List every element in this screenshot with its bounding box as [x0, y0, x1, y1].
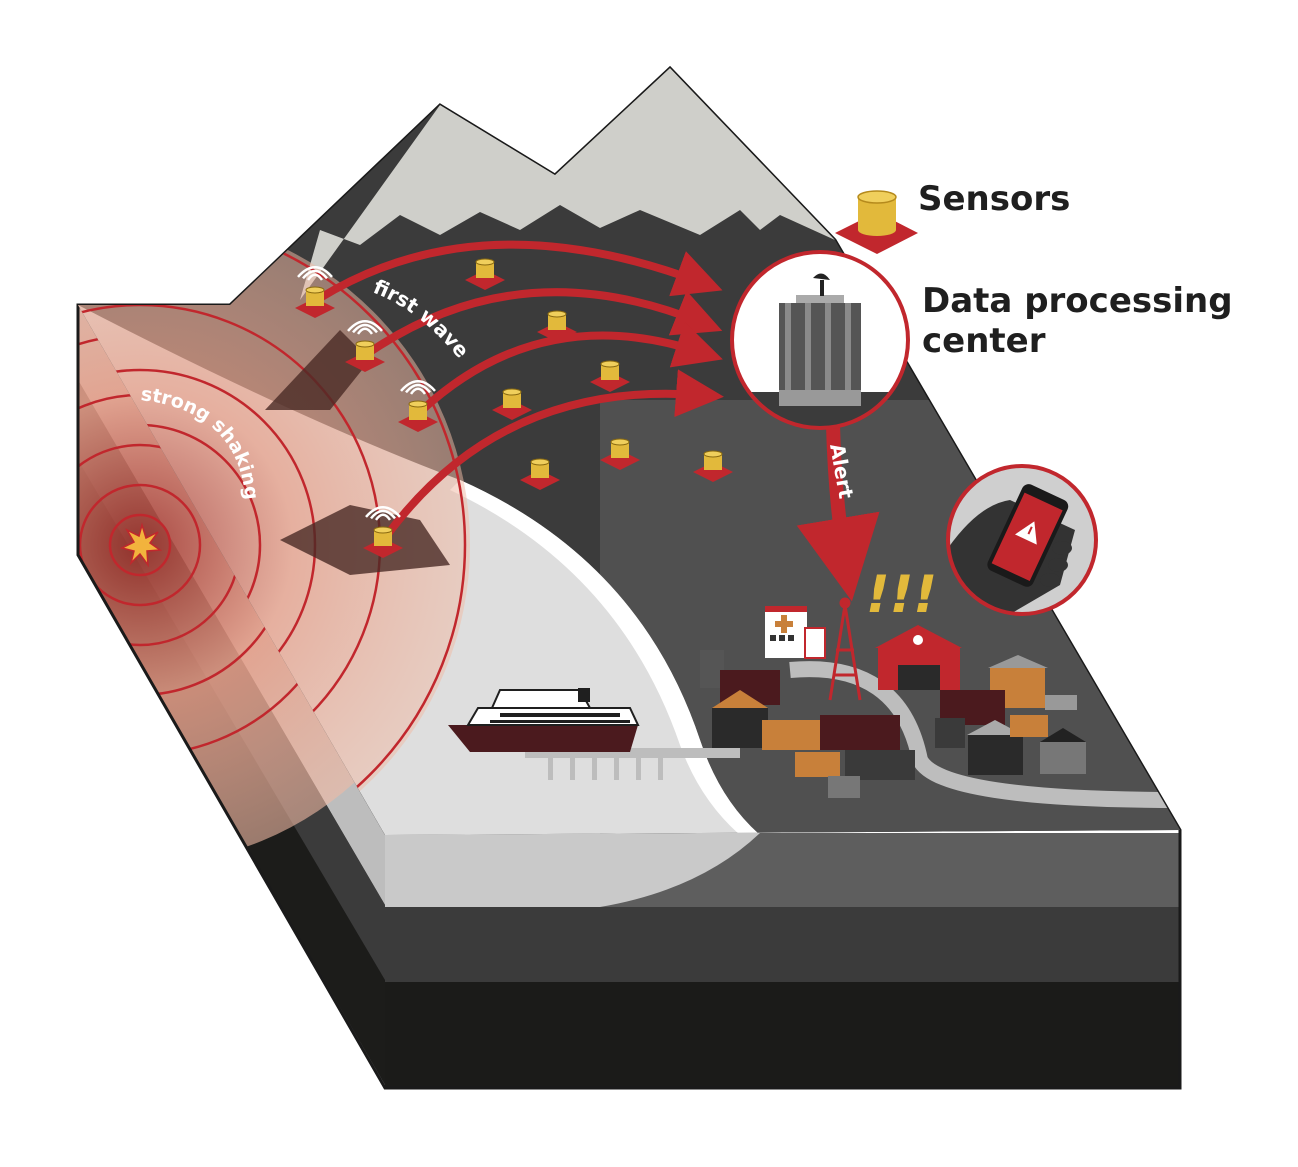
sensor-icon	[600, 438, 640, 470]
wifi-icon	[297, 266, 333, 281]
sensor-icon	[363, 506, 403, 558]
phone-warning-icon	[946, 464, 1098, 616]
alert-arrow	[796, 424, 880, 602]
sensor-icon	[295, 266, 335, 318]
town	[700, 597, 1086, 798]
first-wave-arrows	[317, 240, 880, 602]
sensor-icon	[465, 258, 505, 290]
sensor-icon	[345, 320, 385, 372]
sensor-icon	[693, 450, 733, 482]
fire-station-icon	[875, 625, 962, 690]
wifi-icon	[365, 506, 401, 521]
sensor-icon	[398, 380, 438, 432]
data-center-label-line1: Data processing	[922, 281, 1233, 321]
data-center-label-line2: center	[922, 321, 1046, 361]
radio-tower-icon	[828, 597, 862, 701]
satellite-dish-icon	[813, 273, 830, 296]
block-front-face	[76, 65, 1182, 1090]
sensors	[295, 258, 733, 558]
sensor-icon	[520, 458, 560, 490]
alert-exclamation: !!!	[866, 565, 937, 625]
sensor-icon	[537, 310, 577, 342]
sensor-legend-icon	[835, 190, 918, 254]
epicenter-star-icon	[119, 522, 163, 568]
sensor-icon	[590, 360, 630, 392]
wifi-icon	[400, 380, 436, 395]
snow-cap	[300, 68, 835, 300]
wifi-icon	[347, 320, 383, 335]
data-processing-center	[730, 250, 910, 430]
hospital-icon	[765, 606, 826, 659]
sensor-icon	[492, 388, 532, 420]
building-icon	[779, 295, 861, 406]
block-top-surface	[78, 68, 1180, 835]
sensors-label: Sensors	[918, 179, 1070, 219]
ship-icon	[448, 688, 740, 780]
